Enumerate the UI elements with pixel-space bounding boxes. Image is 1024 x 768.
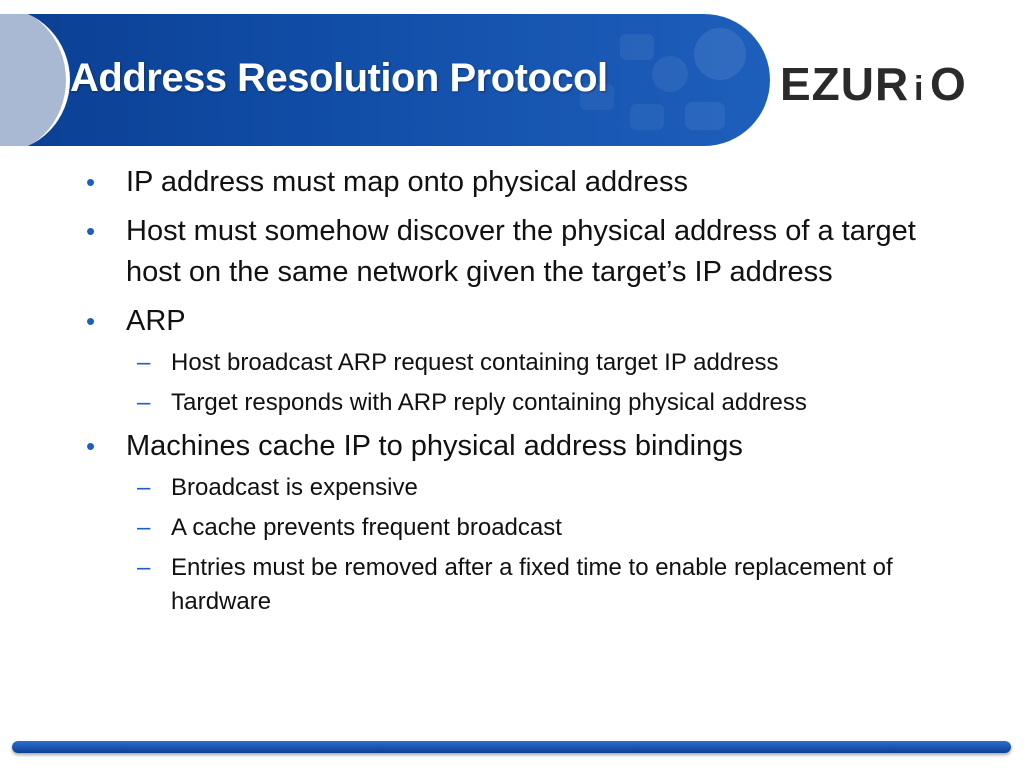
sub-bullet-item: – Target responds with ARP reply contain… bbox=[82, 386, 972, 420]
sub-bullet-item: – Broadcast is expensive bbox=[82, 471, 972, 505]
bullet-marker: • bbox=[86, 167, 96, 197]
bullet-marker: • bbox=[86, 216, 96, 246]
sub-bullet-marker: – bbox=[137, 389, 151, 416]
bullet-text: IP address must map onto physical addres… bbox=[126, 166, 689, 198]
sub-bullet-item: – Host broadcast ARP request containing … bbox=[82, 346, 972, 380]
bullet-item: • IP address must map onto physical addr… bbox=[82, 162, 972, 203]
sub-bullet-text: Host broadcast ARP request containing ta… bbox=[171, 349, 779, 376]
svg-text:O: O bbox=[930, 58, 966, 108]
sub-bullet-item: – A cache prevents frequent broadcast bbox=[82, 511, 972, 545]
bullet-text: Machines cache IP to physical address bi… bbox=[126, 430, 743, 462]
svg-text:i: i bbox=[914, 70, 923, 108]
bullet-text: ARP bbox=[126, 305, 186, 337]
bullet-item: • Host must somehow discover the physica… bbox=[82, 211, 972, 293]
keypad-background-graphic bbox=[580, 28, 746, 130]
sub-bullet-marker: – bbox=[137, 349, 151, 376]
footer-bar bbox=[12, 741, 1011, 753]
sub-bullet-marker: – bbox=[137, 474, 151, 501]
sub-bullet-text: Entries must be removed after a fixed ti… bbox=[171, 554, 893, 615]
sub-bullet-text: Broadcast is expensive bbox=[171, 474, 418, 501]
svg-text:EZUR: EZUR bbox=[780, 58, 909, 108]
sub-bullet-marker: – bbox=[137, 514, 151, 541]
sub-bullet-marker: – bbox=[137, 554, 151, 581]
bullet-item: • Machines cache IP to physical address … bbox=[82, 426, 972, 467]
bullet-item: • ARP bbox=[82, 301, 972, 342]
bullet-list: • IP address must map onto physical addr… bbox=[82, 162, 972, 625]
sub-bullet-text: Target responds with ARP reply containin… bbox=[171, 389, 807, 416]
page-title: Address Resolution Protocol bbox=[70, 56, 608, 100]
bullet-text: Host must somehow discover the physical … bbox=[126, 215, 916, 288]
header-banner bbox=[0, 14, 770, 146]
sub-bullet-text: A cache prevents frequent broadcast bbox=[171, 514, 562, 541]
company-logo: EZUR i O bbox=[780, 58, 966, 108]
sub-bullet-item: – Entries must be removed after a fixed … bbox=[82, 551, 972, 619]
bullet-marker: • bbox=[86, 431, 96, 461]
bullet-marker: • bbox=[86, 306, 96, 336]
